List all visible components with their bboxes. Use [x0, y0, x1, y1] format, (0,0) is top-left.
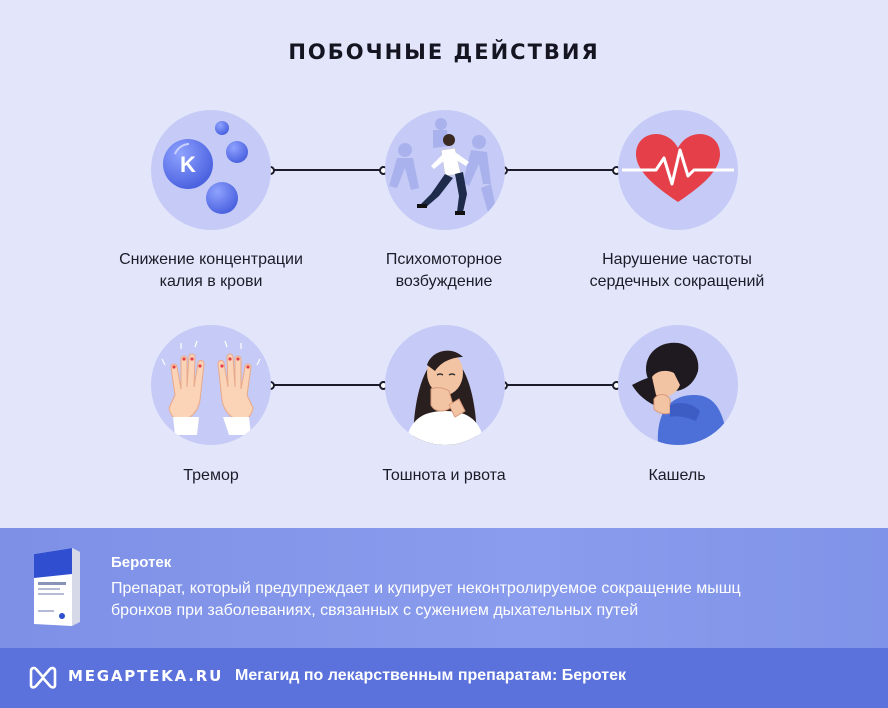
connector-line: [503, 384, 619, 386]
drug-name: Беротек: [111, 554, 172, 571]
heart-pulse-icon: [618, 110, 738, 230]
footer-caption: Мегагид по лекарственным препаратам: Бер…: [235, 667, 627, 684]
drug-info-band: Беротек Препарат, который предупреждает …: [0, 528, 888, 648]
connector-line: [270, 169, 386, 171]
effect-label: Кашель: [557, 465, 797, 487]
megapteka-logo-icon[interactable]: [28, 665, 58, 689]
drug-description: Препарат, который предупреждает и купиру…: [111, 578, 871, 622]
logo-text[interactable]: MEGAPTEKA.RU: [68, 667, 224, 685]
page-title: ПОБОЧНЫЕ ДЕЙСТВИЯ: [288, 40, 600, 64]
effect-label-line: Тошнота и рвота: [382, 467, 506, 484]
effect-label-line: Кашель: [648, 467, 706, 484]
effect-label-line: калия в крови: [159, 273, 263, 290]
effect-label: Тошнота и рвота: [324, 465, 564, 487]
running-man-icon: [385, 110, 505, 230]
nauseous-woman-icon: [385, 325, 505, 445]
effect-label: Снижение концентрации калия в крови: [91, 249, 331, 293]
effect-label-line: возбуждение: [395, 273, 493, 290]
effect-label-line: Психомоторное: [385, 251, 503, 268]
trembling-hands-icon: [151, 325, 271, 445]
drug-description-line: Препарат, который предупреждает и купиру…: [111, 580, 741, 597]
footer: MEGAPTEKA.RU Мегагид по лекарственным пр…: [0, 648, 888, 708]
effect-label: Психомоторное возбуждение: [324, 249, 564, 293]
medicine-box-icon: [30, 546, 82, 628]
effect-label: Тремор: [91, 465, 331, 487]
potassium-bubbles-icon: K: [151, 110, 271, 230]
connector-line: [270, 384, 386, 386]
effect-label-line: сердечных сокращений: [589, 273, 765, 290]
connector-line: [503, 169, 619, 171]
drug-description-line: бронхов при заболеваниях, связанных с су…: [111, 602, 639, 619]
effect-label-line: Нарушение частоты: [602, 251, 752, 268]
effect-label-line: Снижение концентрации: [119, 251, 303, 268]
effect-label: Нарушение частоты сердечных сокращений: [557, 249, 797, 293]
coughing-woman-icon: [618, 325, 738, 445]
potassium-letter: K: [180, 152, 196, 177]
effect-label-line: Тремор: [183, 467, 239, 484]
